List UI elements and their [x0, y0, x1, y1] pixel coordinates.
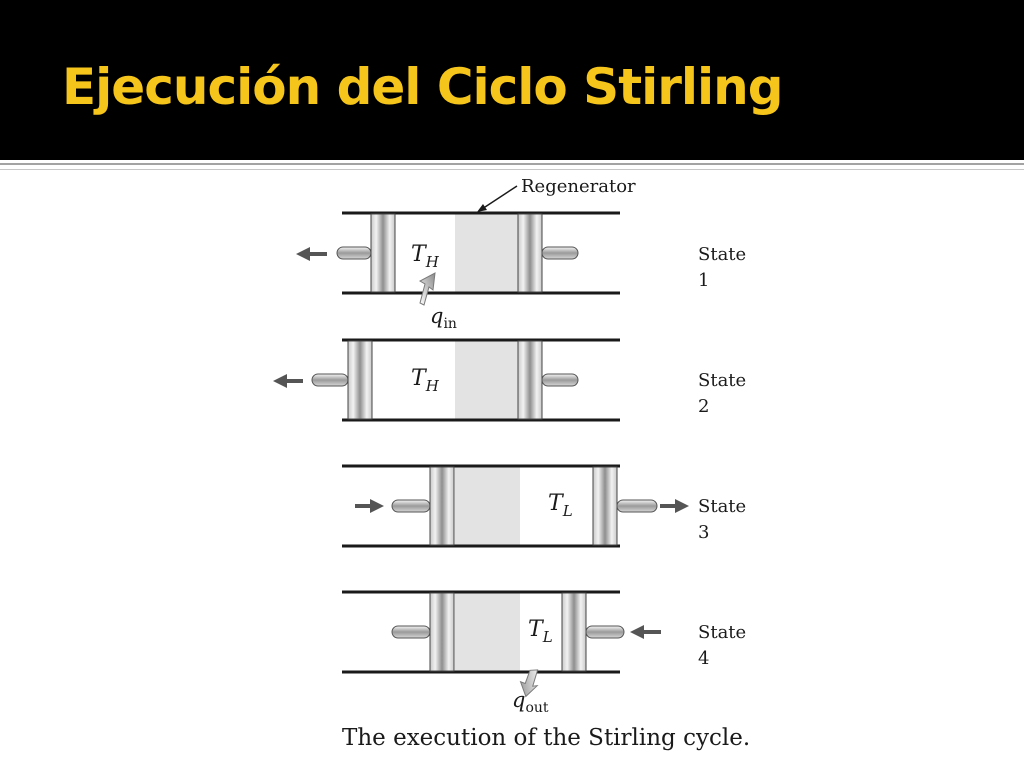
state-label: State	[698, 244, 746, 265]
piston-rod	[311, 373, 349, 387]
piston-rod	[541, 246, 579, 260]
temperature-label: TL	[528, 617, 553, 646]
temperature-label: TH	[411, 242, 440, 271]
regenerator	[455, 466, 520, 546]
leader-arrowhead-icon	[477, 204, 487, 212]
state-4-cylinder: TL qout State 4	[342, 590, 746, 716]
regenerator	[455, 592, 520, 672]
state-1-cylinder: TH qin State 1	[296, 211, 746, 332]
regenerator-callout: Regenerator	[477, 176, 636, 212]
title-divider-thin	[0, 169, 1024, 170]
heat-out-arrow-icon	[519, 669, 539, 698]
title-divider	[0, 163, 1024, 165]
state-2-cylinder: TH State 2	[273, 338, 746, 422]
piston	[429, 466, 455, 546]
arrow-right-icon	[660, 499, 689, 513]
temperature-label: TH	[411, 366, 440, 395]
piston	[429, 592, 455, 672]
figure-caption: The execution of the Stirling cycle.	[342, 725, 750, 751]
piston-rod	[541, 373, 579, 387]
title-bar	[0, 0, 1024, 160]
arrow-left-icon	[630, 625, 661, 639]
piston-rod	[336, 246, 372, 260]
regenerator	[455, 340, 518, 420]
state-3-cylinder: TL State 3	[342, 464, 746, 548]
piston-rod	[391, 625, 431, 639]
state-number: 3	[698, 522, 709, 543]
piston	[592, 466, 618, 546]
state-label: State	[698, 496, 746, 517]
piston	[561, 592, 587, 672]
leader-line	[481, 185, 518, 210]
piston	[517, 340, 543, 420]
state-label: State	[698, 370, 746, 391]
state-number: 1	[698, 270, 709, 291]
piston	[517, 213, 543, 293]
slide-title: Ejecución del Ciclo Stirling	[62, 58, 784, 116]
temperature-label: TL	[548, 491, 573, 520]
piston-rod	[616, 499, 658, 513]
arrow-left-icon	[273, 374, 303, 388]
state-label: State	[698, 622, 746, 643]
heat-out-label: qout	[512, 688, 549, 716]
piston	[370, 213, 396, 293]
piston-rod	[391, 499, 431, 513]
regenerator	[455, 213, 518, 293]
heat-in-arrow-icon	[418, 272, 436, 306]
piston-rod	[585, 625, 625, 639]
state-number: 4	[698, 648, 709, 669]
heat-in-label: qin	[430, 304, 457, 332]
arrow-left-icon	[296, 247, 327, 261]
arrow-right-icon	[355, 499, 384, 513]
piston	[347, 340, 373, 420]
regenerator-label: Regenerator	[521, 176, 636, 197]
state-number: 2	[698, 396, 709, 417]
